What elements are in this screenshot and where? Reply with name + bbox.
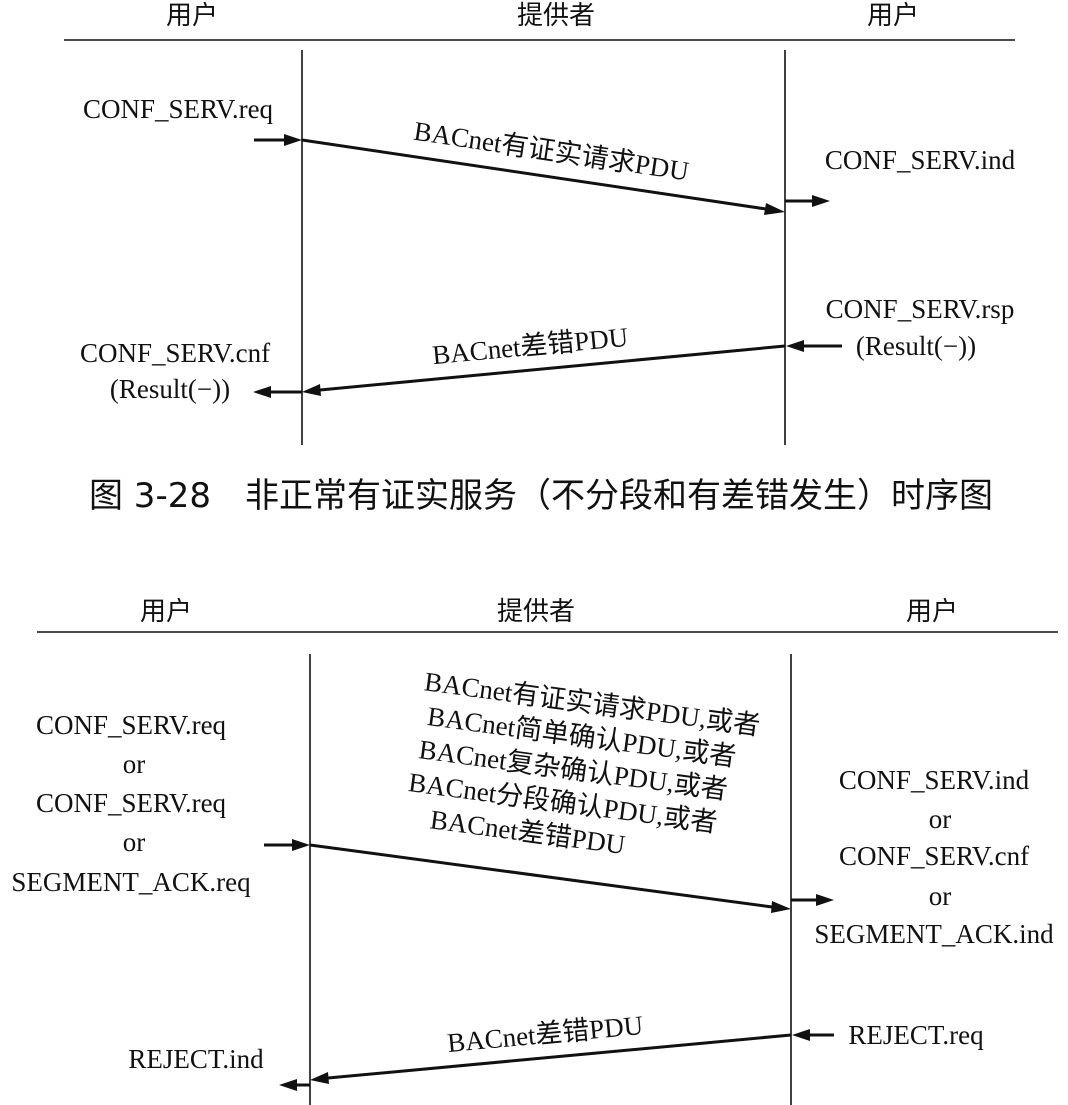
- diagram-1: 用户 提供者 用户 CONF_SERV.req BACnet有证实请求PDU C…: [64, 1, 1016, 516]
- arrow-request-pdu: [301, 138, 785, 215]
- arrow-error-pdu: [302, 344, 786, 396]
- arrow-provider-to-user-ind-2: [791, 894, 834, 906]
- arrow-user-to-provider-reject: [792, 1029, 834, 1041]
- arrow-provider-to-user-reject: [279, 1079, 310, 1091]
- header-provider: 提供者: [517, 1, 595, 31]
- label-left-request-3: SEGMENT_ACK.req: [11, 867, 251, 897]
- header-right-user-2: 用户: [906, 597, 958, 627]
- arrow-user-to-provider-2: [264, 839, 310, 851]
- figure-caption: 图 3-28 非正常有证实服务（不分段和有差错发生）时序图: [89, 476, 993, 516]
- multi-pdu-labels: BACnet有证实请求PDU,或者 BACnet简单确认PDU,或者 BACne…: [407, 666, 762, 860]
- label-left-request-2: CONF_SERV.req: [36, 788, 227, 818]
- header-left-user-2: 用户: [140, 597, 192, 627]
- label-right-or-2: or: [929, 881, 952, 911]
- arrow-provider-to-user-cnf: [253, 386, 302, 398]
- arrow-user-to-provider-rsp: [786, 340, 842, 352]
- label-reject-ind: REJECT.ind: [128, 1044, 264, 1074]
- label-reject-req: REJECT.req: [848, 1020, 984, 1050]
- arrow-user-to-provider: [254, 134, 302, 146]
- label-result-negative-cnf: (Result(−)): [110, 374, 230, 404]
- label-result-negative-rsp: (Result(−)): [856, 331, 976, 361]
- arrow-multi-pdu: [309, 843, 791, 913]
- arrow-error-pdu-2: [310, 1033, 792, 1084]
- label-right-ind-2: CONF_SERV.cnf: [839, 841, 1029, 871]
- header-right-user: 用户: [867, 1, 919, 31]
- label-right-or-1: or: [929, 804, 952, 834]
- label-right-ind-3: SEGMENT_ACK.ind: [814, 919, 1054, 949]
- arrow-provider-to-user-ind: [785, 195, 830, 207]
- label-right-ind-1: CONF_SERV.ind: [839, 765, 1030, 795]
- header-provider-2: 提供者: [497, 597, 575, 627]
- label-conf-serv-req: CONF_SERV.req: [83, 94, 274, 124]
- header-left-user: 用户: [166, 1, 218, 31]
- diagram-2: 用户 提供者 用户 CONF_SERV.req or CONF_SERV.req…: [11, 597, 1058, 1105]
- label-conf-serv-cnf: CONF_SERV.cnf: [80, 338, 270, 368]
- label-conf-serv-ind: CONF_SERV.ind: [825, 145, 1016, 175]
- label-left-request-1: CONF_SERV.req: [36, 710, 227, 740]
- label-left-or-2: or: [123, 827, 146, 857]
- label-left-or-1: or: [123, 749, 146, 779]
- label-conf-serv-rsp: CONF_SERV.rsp: [826, 294, 1015, 324]
